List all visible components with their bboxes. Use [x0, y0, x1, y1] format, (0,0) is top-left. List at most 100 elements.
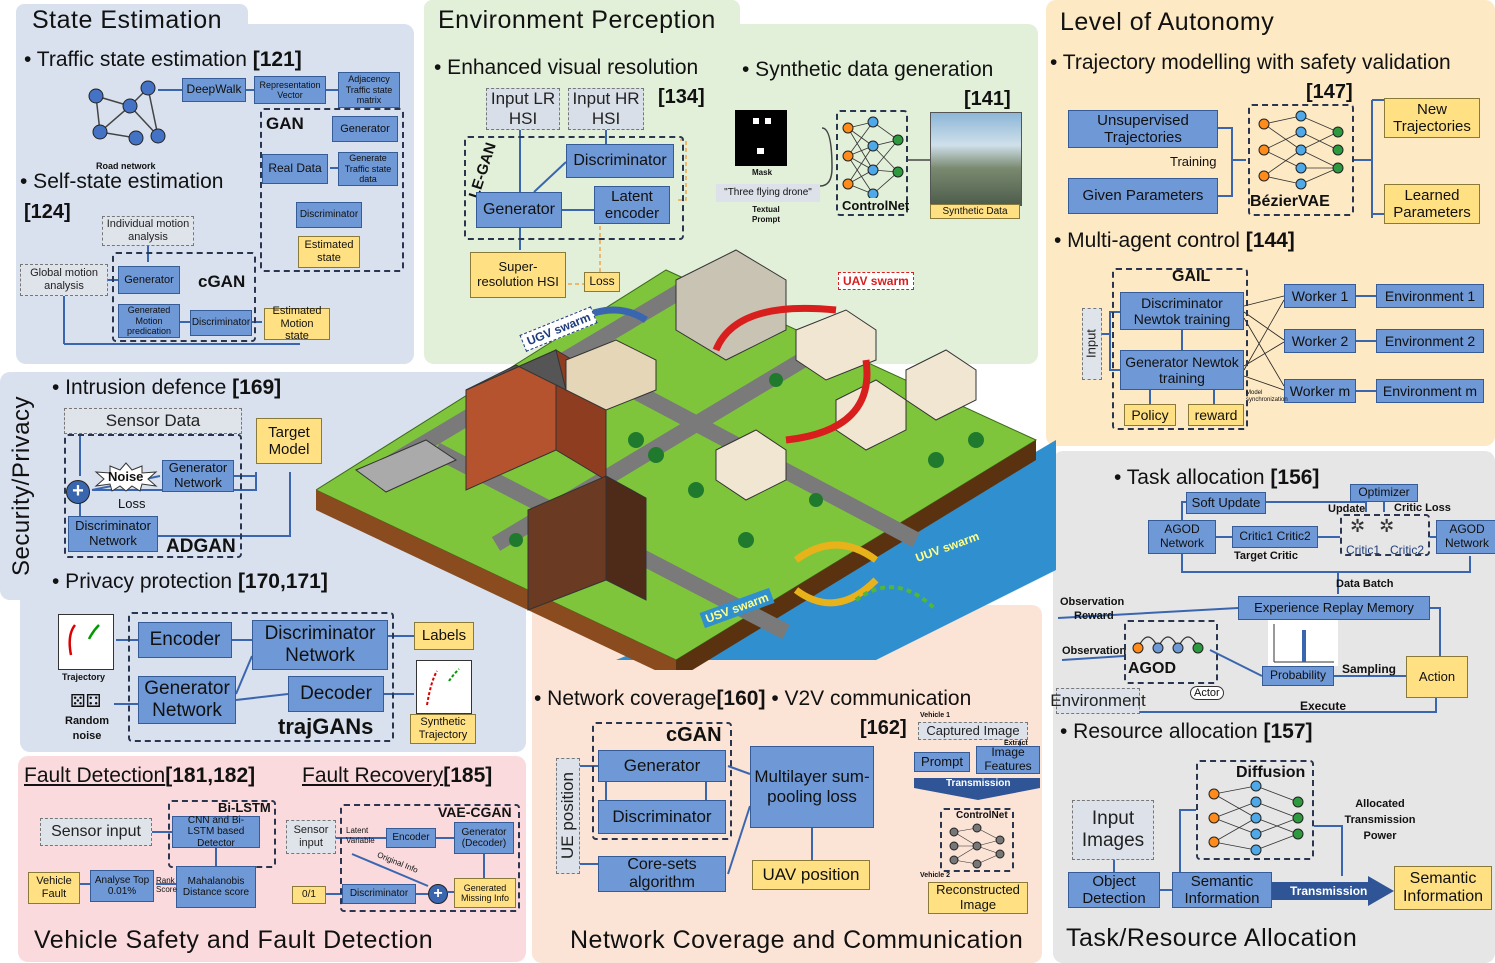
road-network-icon	[88, 80, 166, 146]
fault-generator-box: Generator (Decoder)	[454, 822, 514, 854]
mask-image	[735, 110, 787, 166]
reward-box: reward	[1188, 404, 1244, 426]
critic2-label: Critic2	[1390, 543, 1425, 557]
sampling-label: Sampling	[1342, 662, 1397, 676]
state-title-bg	[16, 4, 248, 38]
fault-sensor2-box: Sensor input	[286, 820, 336, 854]
semantic-transmission-label: Transmission	[1290, 884, 1368, 898]
network-cgan-frame	[592, 722, 732, 840]
env1-box: Environment 1	[1376, 284, 1484, 308]
cnn-bilstm-box: CNN and Bi-LSTM based Detector	[172, 815, 260, 849]
bilstm-label: Bi-LSTM	[218, 800, 271, 815]
env-bullet-2: • Synthetic data generation	[742, 58, 994, 81]
env-ref-1: [134]	[658, 86, 705, 108]
vaecgan-label: VAE-CGAN	[438, 804, 512, 820]
model-sync-label: Model synchronization	[1246, 390, 1288, 403]
semantic-info-box: Semantic Information	[1172, 872, 1272, 908]
network-title: Network Coverage and Communication	[570, 926, 1024, 954]
v2v-network-icon	[949, 823, 1005, 869]
random-noise-label: Random noise	[65, 715, 109, 742]
privacy-discriminator-box: Discriminator Network	[252, 620, 388, 670]
gan-generator-box: Generator	[332, 116, 398, 142]
input-images-box: Input Images	[1072, 800, 1154, 860]
disc-network-box: Discriminator Newtok training	[1120, 292, 1244, 330]
env-ref-2: [141]	[964, 88, 1011, 110]
task-bullet-1: • Task allocation [156]	[1114, 466, 1320, 489]
security-side-title: Security/Privacy	[8, 395, 36, 577]
env-generator-box: Generator	[476, 192, 562, 228]
synthetic-traj-box: Synthetic Trajectory	[410, 714, 476, 744]
individual-motion-box: Individual motion analysis	[102, 216, 194, 246]
global-motion-box: Global motion analysis	[20, 264, 108, 296]
noise-burst-icon	[94, 462, 158, 492]
semantic-info2-box: Semantic Information	[1394, 866, 1492, 910]
vehicle1-label: Vehicle 1	[920, 712, 950, 719]
training-label: Training	[1170, 154, 1217, 169]
sensor-data-box: Sensor Data	[64, 408, 242, 434]
textual-label: Textual Prompt	[752, 205, 780, 224]
v2v-controlnet-label: ControlNet	[956, 810, 1008, 821]
smart-city-illustration	[316, 249, 1056, 670]
noise-label: Noise	[108, 469, 144, 484]
replay-memory-box: Experience Replay Memory	[1238, 596, 1430, 620]
beziervae-network-icon	[1258, 110, 1344, 190]
labels-box: Labels	[414, 622, 474, 650]
controlnet-network-icon	[842, 116, 904, 198]
decoder-box: Decoder	[288, 676, 384, 712]
env2-box: Environment 2	[1376, 329, 1484, 353]
v2v-transmission-label: Transmission	[946, 778, 1011, 789]
ue-position-box: UE position	[556, 758, 580, 874]
trajgans-label: trajGANs	[278, 714, 374, 739]
envm-box: Environment m	[1376, 379, 1484, 403]
synthetic-traj-image	[416, 660, 472, 714]
legan-frame	[464, 136, 684, 240]
target-critic-label: Target Critic	[1234, 550, 1298, 562]
update-label: Update	[1328, 503, 1366, 515]
cgan-discriminator-box: Discriminator	[190, 310, 252, 336]
privacy-generator-box: Generator Network	[138, 676, 236, 724]
given-params-box: Given Parameters	[1068, 178, 1218, 214]
adj-box: Adjacency Traffic state matrix	[338, 72, 400, 108]
cgan-generator-box: Generator	[118, 266, 180, 294]
captured-image-box: Captured Image	[918, 722, 1028, 740]
trajgans-frame	[128, 612, 394, 742]
lr-hsi-box: Input LR HSI	[486, 88, 560, 130]
adgan-discriminator-box: Discriminator Network	[68, 516, 158, 552]
uav-swarm-label: UAV swarm	[838, 272, 914, 290]
gail-input-box: Input	[1082, 308, 1102, 380]
v2v-prompt-box: Prompt	[914, 752, 970, 772]
autonomy-bullet-2: • Multi-agent control [144]	[1054, 229, 1295, 252]
env-title: Environment Perception	[438, 6, 716, 34]
controlnet-label: ControlNet	[842, 198, 910, 213]
reward-label: Reward	[1074, 610, 1114, 622]
image-features-box: Image Features	[976, 745, 1040, 774]
network-cgan-label: cGAN	[666, 724, 722, 746]
state-title: State Estimation	[32, 6, 223, 34]
vehicle-fault-box: Vehicle Fault	[28, 872, 80, 904]
synthetic-drone-image	[930, 112, 1022, 206]
gen-missing-box: Generated Missing Info	[454, 878, 516, 908]
beziervae-label: BézierVAE	[1250, 193, 1330, 210]
adgan-generator-box: Generator Network	[162, 460, 234, 492]
learned-params-box: Learned Parameters	[1384, 184, 1480, 224]
autonomy-bullet-1: • Trajectory modelling with safety valid…	[1050, 51, 1451, 74]
security-bullet-1: • Intrusion defence [169]	[52, 376, 282, 399]
fault-bullet-1: Fault Detection[181,182]	[24, 764, 256, 787]
workerm-box: Worker m	[1284, 379, 1356, 403]
security-bullet-2: • Privacy protection [170,171]	[52, 570, 328, 593]
agod-network-1-box: AGOD Network	[1148, 520, 1216, 554]
network-generator-box: Generator	[598, 750, 726, 782]
real-data-box: Real Data	[262, 154, 328, 184]
unsup-traj-box: Unsupervised Trajectories	[1068, 110, 1218, 148]
critic12-box: Critic1 Critic2	[1232, 526, 1318, 548]
diffusion-network-icon	[1208, 780, 1304, 856]
soft-update-box: Soft Update	[1186, 492, 1266, 514]
coresets-box: Core-sets algorithm	[598, 856, 726, 892]
probability-chart-icon	[1268, 620, 1338, 666]
autonomy-title: Level of Autonomy	[1060, 8, 1275, 36]
extract-label: Extract	[1004, 740, 1028, 747]
allocated-power-label: Allocated Transmission Power	[1344, 798, 1416, 842]
action-box: Action	[1406, 656, 1468, 698]
fault-sensor-input-box: Sensor input	[40, 818, 152, 846]
estimated-motion-box: Estimated Motion state	[264, 305, 330, 342]
